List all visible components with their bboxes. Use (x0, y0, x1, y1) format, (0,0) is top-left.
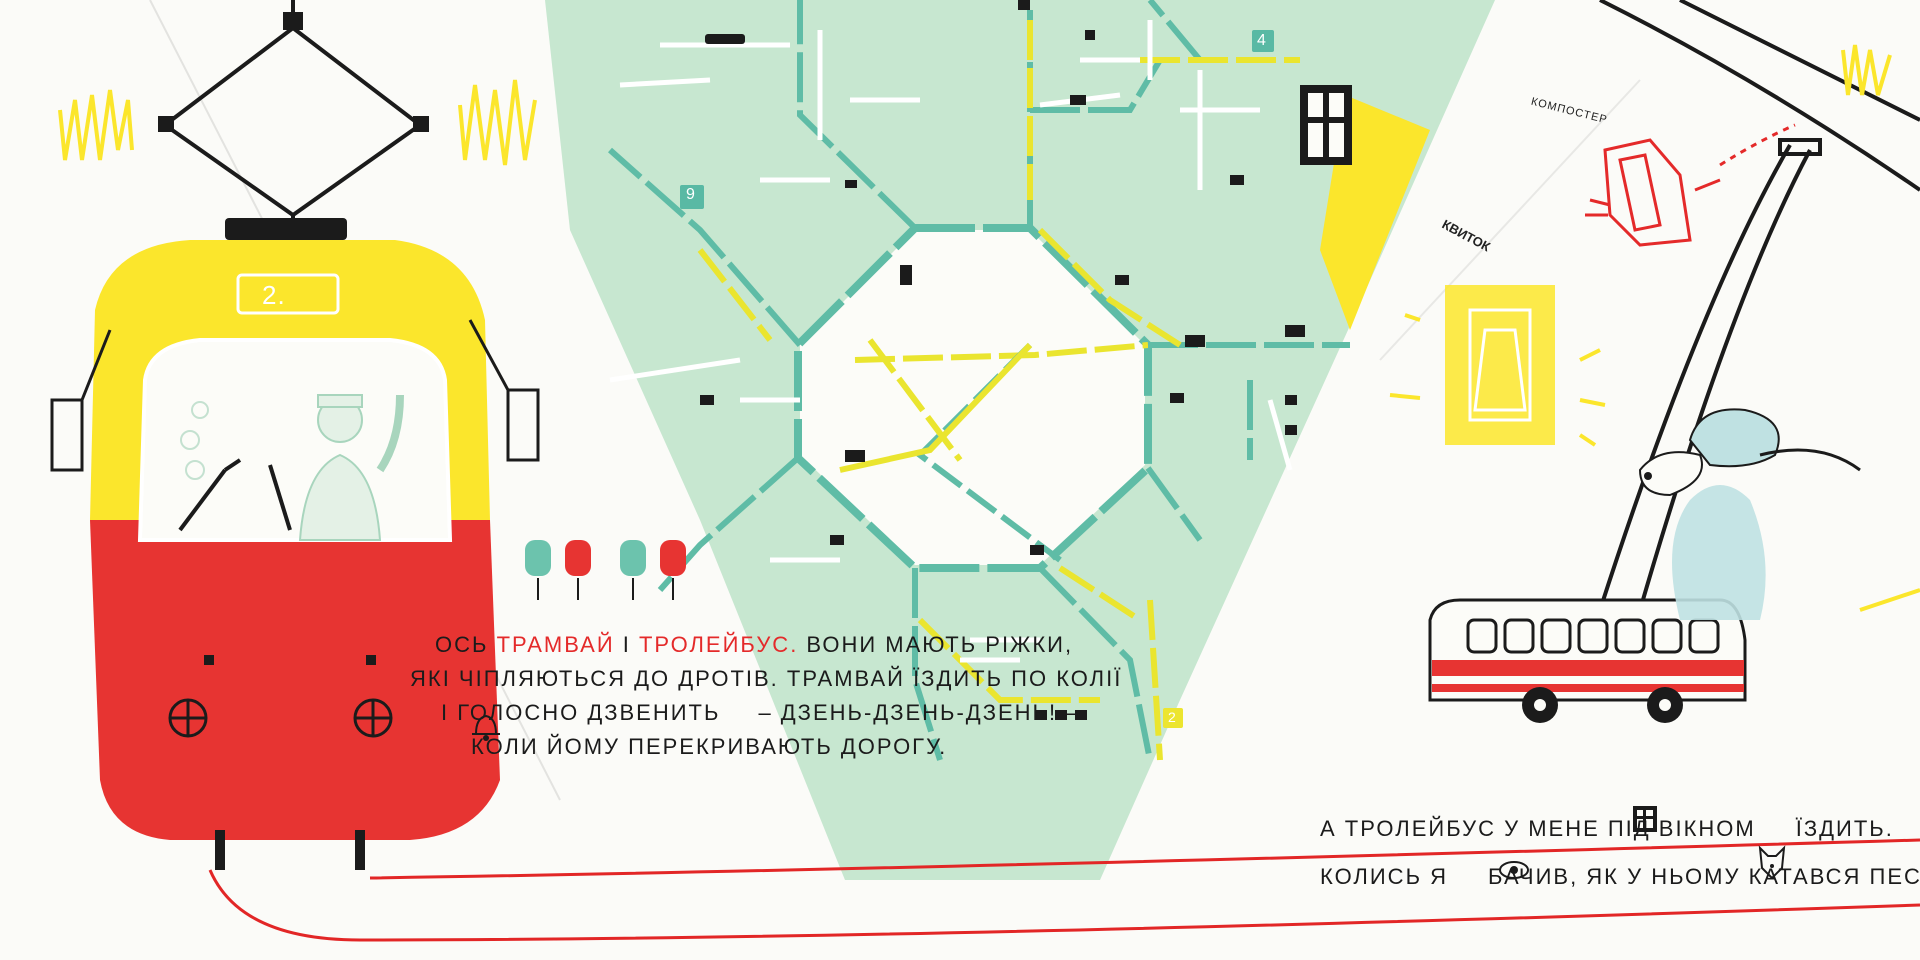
ticket-illustration (1389, 285, 1606, 447)
text-right-line-1: А тролейбус у мене під вікномїздить. (1320, 816, 1894, 841)
text-left-line-2: які чіпляються до дротів. Трамвай їздить… (410, 666, 1123, 691)
text-left-line-1: Ось трамвай і тролейбус. Вони мають ріжк… (435, 632, 1074, 657)
route-badge-4 (1252, 30, 1274, 52)
sparks-left (58, 79, 537, 166)
trolley-wire (1598, 0, 1920, 611)
route-badge-4-label: 4 (1257, 32, 1268, 49)
seats-illustration (525, 540, 686, 600)
tram-illustration (50, 218, 540, 870)
route-badge-2 (1163, 708, 1183, 728)
word-tram: трамвай (496, 632, 615, 657)
central-square (800, 230, 1145, 565)
route-badge-2-label: 2 (1168, 709, 1178, 725)
text-block-left: Ось трамвай і тролейбус. Вони мають ріжк… (410, 628, 1122, 764)
dog-icon (1758, 845, 1786, 880)
tram-number: 2. (262, 280, 286, 310)
window-small-icon (1633, 806, 1657, 832)
text-left-line-3: і голосно дзвенить– дзень-дзень-дзень! – (441, 700, 1080, 725)
text-right-line-2: Колись ябачив, як у ньому катався пес! (1320, 864, 1920, 889)
bell-icon (472, 714, 500, 741)
composter-illustration (1585, 123, 1796, 247)
trolleybus-illustration (1428, 408, 1861, 723)
word-trolleybus: тролейбус. (638, 632, 799, 657)
text-block-right: А тролейбус у мене під вікномїздить. Кол… (1320, 805, 1920, 901)
route-badge-9 (680, 185, 704, 209)
window-icon (1300, 85, 1352, 165)
text-left-line-4: коли йому перекривають дорогу. (471, 734, 948, 759)
sparks-right (1841, 44, 1920, 612)
route-badge-9-label: 9 (686, 186, 697, 203)
tram-track-line (208, 869, 1920, 942)
eye-icon (1499, 861, 1529, 879)
tram-pantograph (158, 0, 429, 228)
